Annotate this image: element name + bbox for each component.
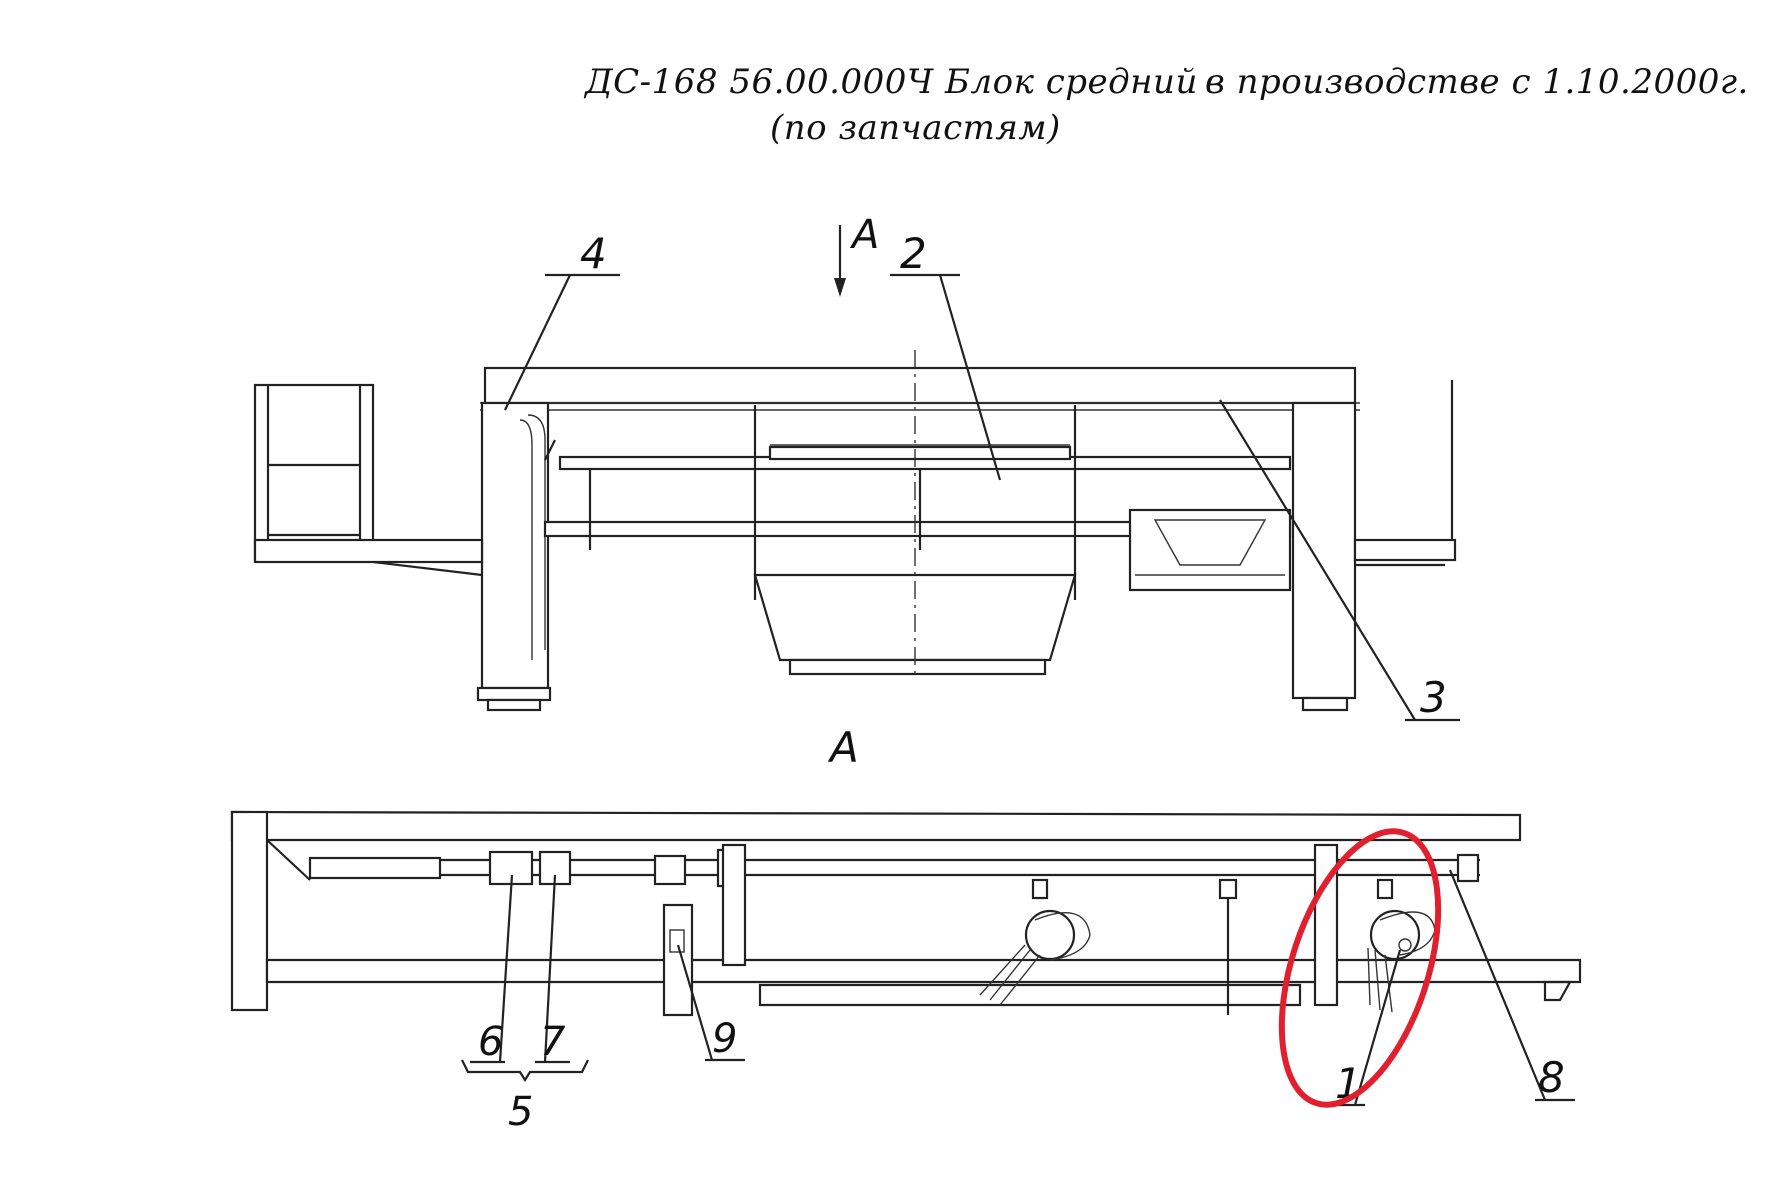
callout-5: 5	[508, 1089, 533, 1135]
callout-9-leader	[676, 944, 714, 1061]
right-box	[1128, 508, 1292, 592]
callout-8-leader	[1448, 869, 1547, 1101]
hopper-bottom	[788, 658, 1047, 676]
callout-3: 3	[1420, 673, 1447, 722]
leader-4	[544, 439, 556, 461]
group-brace-5	[461, 1059, 589, 1083]
tee-fitting	[653, 854, 687, 886]
right-bracket	[1353, 538, 1457, 562]
callout-4: 4	[580, 229, 607, 278]
callout-2: 2	[900, 229, 927, 278]
callout-1-leader	[1353, 949, 1402, 1106]
right-column	[1291, 401, 1357, 700]
callout-8: 8	[1538, 1053, 1565, 1102]
lower-bottom-rail	[265, 958, 1582, 984]
hose-segment	[308, 856, 442, 880]
highlight-ellipse	[1278, 828, 1442, 1108]
left-column-foot-base	[486, 698, 542, 712]
lower-top-frame	[230, 810, 1522, 842]
view-arrow-head	[834, 278, 846, 297]
callout-7: 7	[540, 1019, 566, 1065]
lower-assembly-view: 6 7 5 9 1 8	[230, 810, 1582, 1135]
pipe-end-cap	[1456, 853, 1480, 883]
receiver-mid	[1024, 909, 1076, 961]
upper-assembly-view: A	[253, 212, 1460, 722]
receiver-1-valve	[1376, 878, 1394, 900]
view-arrow-label: A	[849, 212, 879, 258]
callout-3-leader	[1219, 399, 1416, 721]
callout-4-leader	[504, 274, 571, 411]
callout-2-leader	[938, 274, 1002, 481]
callout-6: 6	[478, 1019, 503, 1065]
lower-left-end	[230, 810, 269, 1012]
section-label: A	[827, 723, 859, 772]
receiver-mid-valve	[1031, 878, 1049, 900]
top-beam	[483, 366, 1357, 405]
drawing-subtitle: (по запчастям)	[770, 108, 1061, 148]
lower-tank	[758, 983, 1302, 1007]
drawing-title: ДС-168 56.00.000Ч Блок средний	[585, 62, 1198, 102]
right-column-foot	[1301, 696, 1349, 712]
left-bracket-brace	[372, 560, 483, 577]
left-column-pipe	[527, 414, 546, 650]
left-column-pipe-2	[519, 419, 533, 660]
rail-end-clip	[1543, 980, 1572, 1002]
sensor-window	[669, 929, 685, 953]
left-platform-frame	[253, 383, 375, 562]
left-column	[480, 401, 550, 690]
lower-left-brace	[266, 839, 311, 881]
right-box-inner	[1153, 519, 1267, 566]
callout-7-leader	[543, 874, 557, 1063]
receiver-1-port	[1398, 938, 1412, 952]
strap-mid-nut	[1218, 878, 1238, 900]
production-date-note: в производстве с 1.10.2000г.	[1205, 62, 1749, 102]
tray-plate	[768, 445, 1072, 461]
receiver-mid-hoses	[979, 912, 1091, 1006]
callout-9: 9	[712, 1016, 737, 1062]
receiver-1	[1369, 909, 1421, 961]
left-column-foot	[476, 686, 552, 702]
sensor-box-9	[662, 903, 694, 1017]
upright-left	[721, 843, 747, 967]
left-bracket	[253, 538, 484, 564]
callout-6-leader	[498, 874, 514, 1063]
